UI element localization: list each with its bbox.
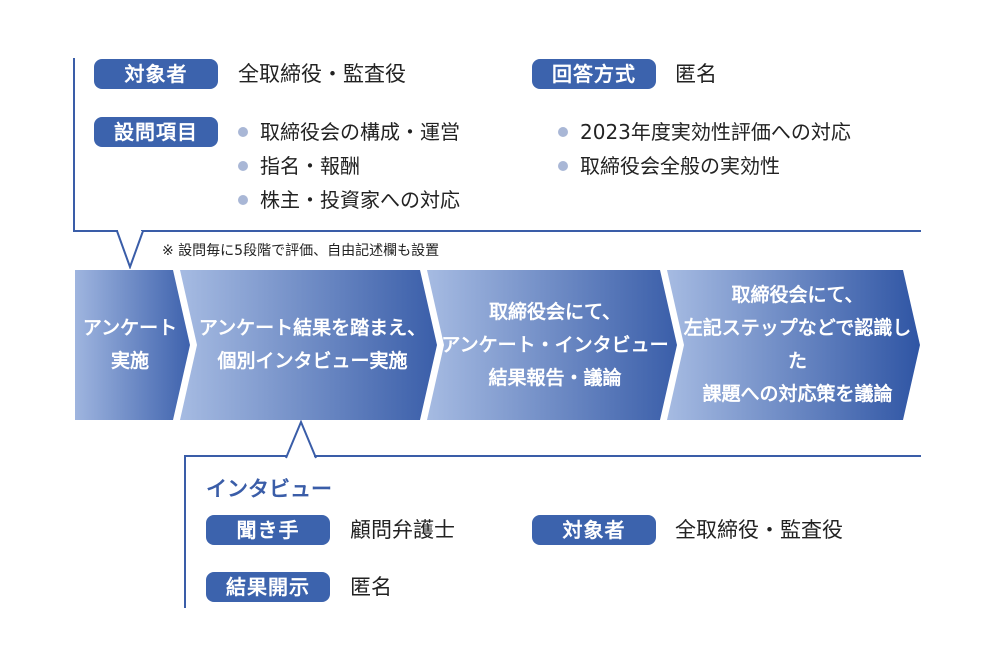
survey-bracket-left-line <box>73 58 75 232</box>
survey-target-value: 全取締役・監査役 <box>238 62 406 86</box>
survey-item-left-2: 指名・報酬 <box>238 151 360 181</box>
interview-disclosure-value: 匿名 <box>350 575 392 599</box>
survey-bracket-pointer <box>116 230 144 269</box>
survey-item-right-1: 2023年度実効性評価への対応 <box>558 117 851 147</box>
interview-target-value: 全取締役・監査役 <box>675 518 843 542</box>
flow-step-3-shape <box>427 270 677 420</box>
bullet-dot-icon <box>238 161 248 171</box>
survey-bracket-bottom-line-left <box>73 230 118 232</box>
interview-bracket-pointer <box>285 420 317 459</box>
bullet-dot-icon <box>558 161 568 171</box>
survey-bracket-bottom-line-right <box>141 230 921 232</box>
interview-bracket-top-line-left <box>184 455 287 457</box>
interview-bracket-top-line-right <box>314 455 921 457</box>
survey-method-value: 匿名 <box>675 62 717 86</box>
interview-title: インタビュー <box>206 477 332 501</box>
flow-step-4-shape <box>667 270 920 420</box>
flow-step-2-shape <box>180 270 437 420</box>
survey-method-label: 回答方式 <box>532 59 656 89</box>
interview-interviewer-label: 聞き手 <box>206 515 330 545</box>
bullet-dot-icon <box>238 127 248 137</box>
flow-step-4: 取締役会にて、 左記ステップなどで認識した 課題への対応策を議論 <box>683 284 912 405</box>
flow-step-3: 取締役会にて、 アンケート・インタビュー 結果報告・議論 <box>441 300 669 389</box>
interview-interviewer-value: 顧問弁護士 <box>350 518 455 542</box>
survey-note: ※ 設問毎に5段階で評価、自由記述欄も設置 <box>162 243 440 259</box>
flow-step-1: アンケート 実施 <box>82 317 178 372</box>
survey-items-label: 設問項目 <box>94 117 218 147</box>
survey-item-left-1: 取締役会の構成・運営 <box>238 117 460 147</box>
interview-target-label: 対象者 <box>532 515 656 545</box>
survey-target-label: 対象者 <box>94 59 218 89</box>
bullet-dot-icon <box>558 127 568 137</box>
interview-bracket-left-line <box>184 455 186 608</box>
bullet-dot-icon <box>238 195 248 205</box>
interview-disclosure-label: 結果開示 <box>206 572 330 602</box>
survey-item-right-2: 取締役会全般の実効性 <box>558 151 780 181</box>
survey-item-left-3: 株主・投資家への対応 <box>238 185 460 215</box>
flow-step-2: アンケート結果を踏まえ、 個別インタビュー実施 <box>198 317 427 372</box>
flow-step-1-shape <box>75 270 190 420</box>
